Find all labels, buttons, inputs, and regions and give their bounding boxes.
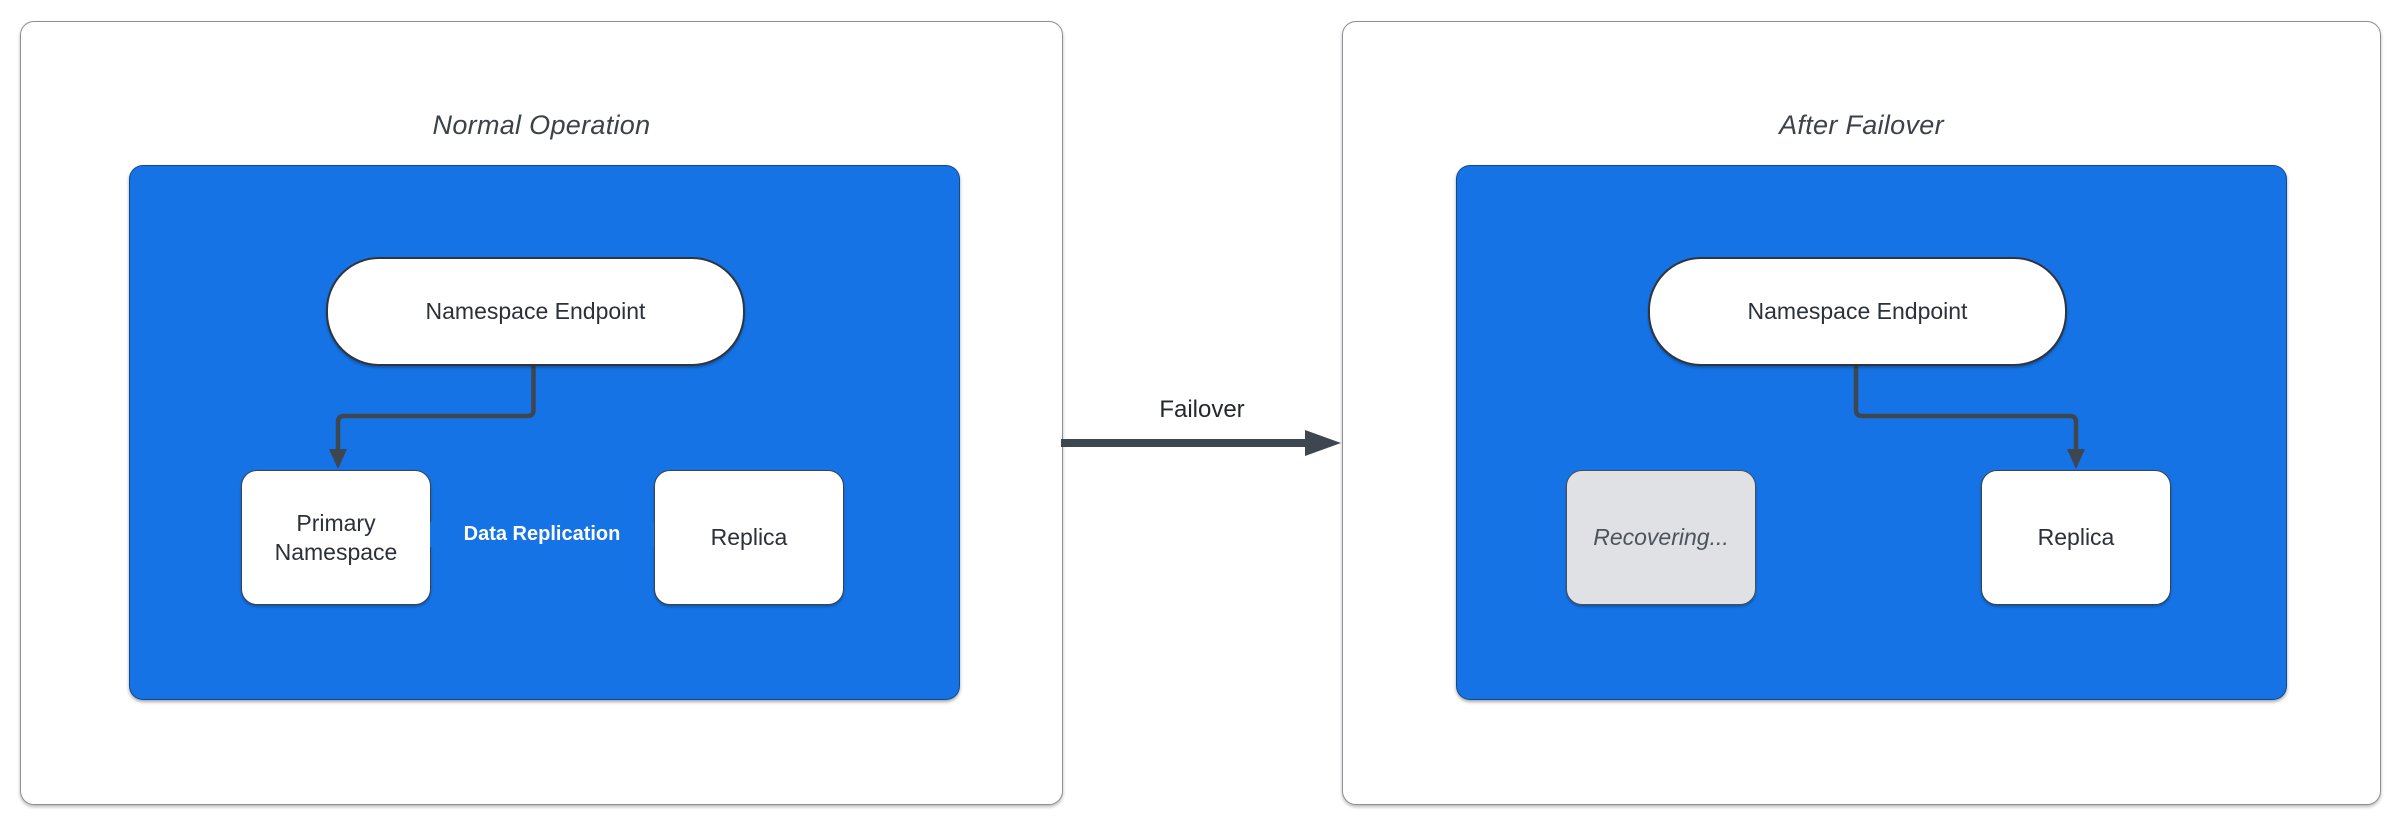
panel-normal-operation: Normal Operation Namespace Endpoint Prim… (20, 21, 1063, 805)
node-label: Namespace Endpoint (1747, 298, 1968, 325)
node-namespace-endpoint-right: Namespace Endpoint (1648, 257, 2067, 366)
connector-arrows-right (1853, 362, 2085, 469)
node-label: Recovering... (1593, 524, 1729, 551)
namespace-container-right: Namespace Endpoint Recovering... Replica (1456, 165, 2287, 700)
node-replica-right: Replica (1981, 470, 2171, 605)
namespace-container-left: Namespace Endpoint Primary Namespace Rep… (129, 165, 960, 700)
panel-title-after-failover: After Failover (1779, 110, 1944, 140)
panel-after-failover: After Failover Namespace Endpoint Recove… (1342, 21, 2381, 805)
node-label: Namespace Endpoint (425, 298, 646, 325)
node-primary-namespace: Primary Namespace (241, 470, 431, 605)
connector-arrows-left (329, 362, 652, 547)
node-label: Replica (2037, 524, 2115, 551)
failover-arrow-label: Failover (1159, 396, 1245, 423)
failover-arrow-line (1061, 439, 1307, 447)
node-namespace-endpoint-left: Namespace Endpoint (326, 257, 745, 366)
node-label: Primary Namespace (274, 510, 398, 565)
edge-label-data-replication: Data Replication (430, 522, 654, 547)
node-label: Replica (710, 524, 788, 551)
panel-title-normal-operation: Normal Operation (432, 110, 651, 140)
node-replica-left: Replica (654, 470, 844, 605)
node-recovering: Recovering... (1566, 470, 1756, 605)
failover-arrow-head-icon (1305, 430, 1341, 456)
